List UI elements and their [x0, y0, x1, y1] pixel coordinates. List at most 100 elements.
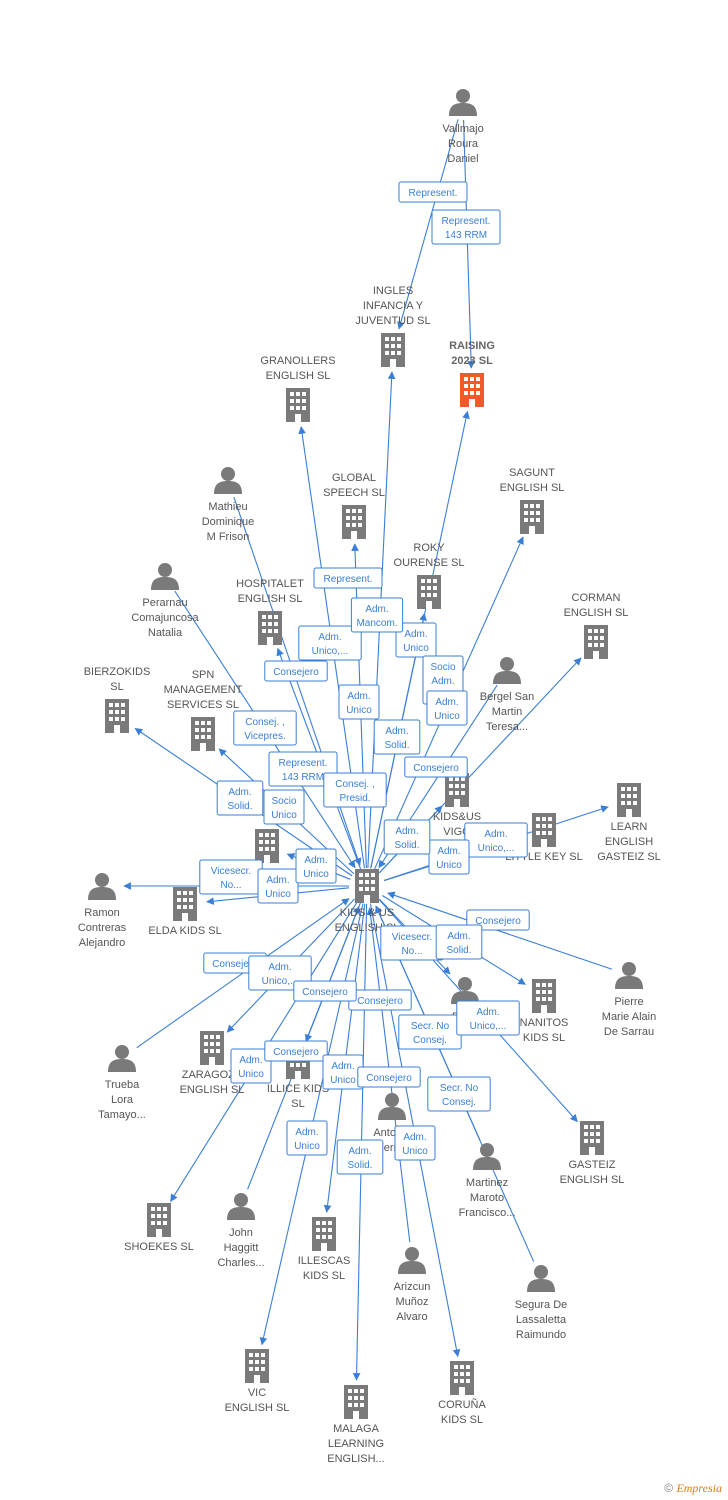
- edge-label-center-granollers[interactable]: Represent.: [313, 567, 383, 589]
- edge-label-center-illice[interactable]: Consejero: [357, 1066, 421, 1088]
- footer-brand[interactable]: © Empresia: [664, 1481, 722, 1496]
- edge-label-center-illescas[interactable]: Adm.Unico: [322, 1054, 364, 1090]
- node-label: Dominique: [202, 516, 255, 528]
- edge-label-arizcun-center[interactable]: Consejero: [348, 989, 412, 1011]
- edge-label-center-bierzo[interactable]: Adm.Solid.: [216, 780, 264, 816]
- edge-label-lbl3[interactable]: Consej. ,Presid.: [323, 772, 387, 808]
- edge-label-center-bperson[interactable]: Adm.Unico,...: [456, 1000, 520, 1036]
- edge-label-center-roky[interactable]: Adm.Unico: [395, 622, 437, 658]
- edge-label-lbl4[interactable]: Adm.Solid.: [373, 719, 421, 755]
- edge-label-center-bldg_a[interactable]: Adm.Unico: [257, 868, 299, 904]
- edge-label-center-learn[interactable]: Adm.Unico,...: [464, 822, 528, 858]
- node-label: ROKY: [413, 542, 445, 554]
- edge-label-center-coruna[interactable]: Adm.Unico: [394, 1125, 436, 1161]
- edge-label-center-hospitalet[interactable]: Consejero: [264, 660, 328, 682]
- node-martinez[interactable]: MartinezMarotoFrancisco...: [459, 1143, 516, 1219]
- node-shokes[interactable]: SHOEKES SL: [124, 1203, 194, 1253]
- edge-label-text: Adm.: [404, 629, 427, 640]
- building-icon: [312, 1217, 336, 1251]
- node-trueba[interactable]: TruebaLoraTamayo...: [98, 1045, 146, 1121]
- edge-label-pierre-center[interactable]: Consejero: [466, 909, 530, 931]
- edge-label-center-ramon[interactable]: Vicesecr.No...: [199, 859, 263, 895]
- edge-label-text: Consej. ,: [245, 717, 284, 728]
- edge-label-center-gasteiz[interactable]: Adm.Solid.: [435, 924, 483, 960]
- edge-label-center-corman[interactable]: Adm.Unico: [426, 690, 468, 726]
- edge-label-vallmajo-ingles[interactable]: Represent.: [398, 181, 468, 203]
- node-john[interactable]: JohnHaggittCharles...: [217, 1193, 265, 1269]
- edge-label-text: Unico: [330, 1075, 356, 1086]
- edge-label-center-littlekey[interactable]: Adm.Solid.: [383, 819, 431, 855]
- edge-label-lbl1[interactable]: Represent.143 RRM: [268, 751, 338, 787]
- edge-label-text: Secr. No: [440, 1083, 479, 1094]
- node-label: KIDS & US: [340, 907, 394, 919]
- edge-label-lbl5[interactable]: Adm.Unico: [338, 684, 380, 720]
- person-icon: [451, 977, 479, 1004]
- edge-center-illice: [304, 902, 361, 1043]
- edge-label-center-nanitos[interactable]: Vicesecr.No...: [380, 925, 444, 961]
- node-elda[interactable]: ELDA KIDS SL: [148, 887, 222, 937]
- node-label: Segura De: [515, 1299, 568, 1311]
- edge-label-text: Unico: [294, 1141, 320, 1152]
- edge-label-center-global[interactable]: Adm.Unico,...: [298, 625, 362, 661]
- node-label: SHOEKES SL: [124, 1241, 194, 1253]
- edge-label-center-kidsvigo[interactable]: Adm.Unico: [428, 839, 470, 875]
- node-label: Martin: [492, 706, 523, 718]
- node-label: SL: [110, 681, 123, 693]
- edge-label-text: Adm.: [304, 855, 327, 866]
- edge-label-text: Unico: [346, 705, 372, 716]
- edge-label-text: Socio: [271, 796, 296, 807]
- edge-label-text: Adm.: [318, 632, 341, 643]
- node-label: Haggitt: [224, 1242, 259, 1254]
- edge-label-center-malaga[interactable]: Adm.Solid.: [336, 1139, 384, 1175]
- copyright-symbol: ©: [664, 1481, 674, 1495]
- building-icon: [258, 611, 282, 645]
- node-malaga[interactable]: MALAGALEARNINGENGLISH...: [327, 1385, 385, 1465]
- edge-label-john-center[interactable]: Consejero: [264, 1040, 328, 1062]
- building-icon: [580, 1121, 604, 1155]
- edge-label-text: No...: [401, 946, 422, 957]
- edge-label-center-elda[interactable]: Consejero: [293, 980, 357, 1002]
- node-label: GASTEIZ SL: [597, 851, 661, 863]
- edge-label-center-vic[interactable]: Adm.Unico: [286, 1120, 328, 1156]
- edge-label-perarnau-center[interactable]: Consej. ,Vicepres.: [233, 710, 297, 746]
- edge-label-mathieu-center[interactable]: Adm.Mancom.: [350, 597, 404, 633]
- node-bldg_a[interactable]: [255, 829, 279, 863]
- node-bergel[interactable]: Bergel SanMartinTeresa...: [480, 657, 534, 733]
- edge-label-text: Unico: [303, 869, 329, 880]
- edge-label-text: Adm.: [266, 875, 289, 886]
- edge-label-lbl2[interactable]: Adm. Unico: [295, 848, 337, 884]
- edge-label-vallmajo-raising[interactable]: Represent.143 RRM: [431, 209, 501, 245]
- edge-label-text: Consejero: [273, 667, 319, 678]
- edge-label-bergel-center[interactable]: Consejero: [404, 756, 468, 778]
- edge-label-center-shokes[interactable]: Adm.Unico: [230, 1048, 272, 1084]
